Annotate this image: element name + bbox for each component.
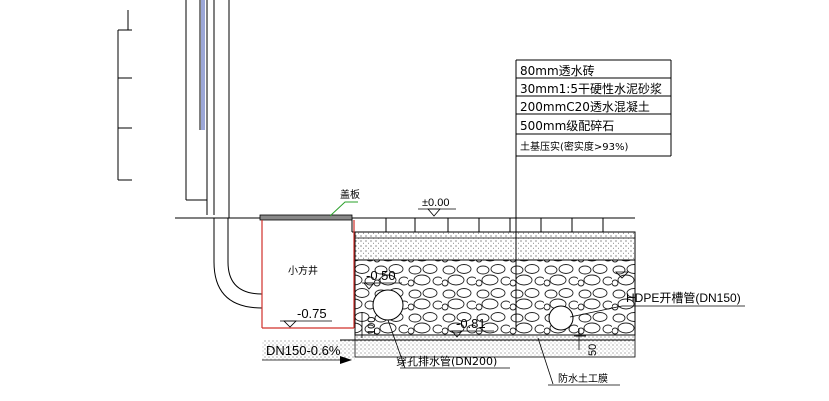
cover-leader — [329, 201, 358, 217]
window-strip — [201, 0, 205, 130]
layer-legend — [516, 59, 672, 157]
hdpe-pipe — [548, 305, 574, 331]
small-well — [261, 220, 355, 329]
legend-row-3: 200mmC20透水混凝土 — [520, 99, 650, 114]
geomembrane-label: 防水土工膜 — [558, 372, 608, 385]
edge-marker — [615, 271, 629, 279]
perforated-leader — [387, 319, 406, 369]
perforated-label: 穿孔排水管(DN200) — [396, 354, 497, 368]
elev-well-marker — [283, 320, 297, 328]
concrete-layer — [354, 231, 636, 261]
legend-row-1: 80mm透水砖 — [520, 63, 595, 78]
perforated-pipe — [372, 289, 404, 321]
elev-gravel-bottom-marker — [451, 330, 463, 338]
legend-row-4: 500mm级配碎石 — [520, 118, 614, 133]
well-label: 小方井 — [288, 264, 318, 277]
legend-row-5: 土基压实(密实度>93%) — [520, 140, 629, 153]
cover-label: 盖板 — [340, 188, 360, 201]
dim-100-label: 100 — [366, 317, 378, 335]
outlet-base — [262, 340, 355, 360]
elev-gravel-top-marker — [363, 282, 375, 290]
building-wall — [117, 0, 262, 219]
outlet-label: DN150-0.6% — [266, 343, 341, 358]
legend-row-2: 30mm1:5干硬性水泥砂浆 — [520, 81, 662, 96]
elev-gravel-top-label: -0.50 — [366, 268, 396, 283]
downpipe — [213, 218, 263, 309]
outlet-arrow — [340, 356, 352, 364]
elev-gravel-bottom-label: -0.81 — [456, 316, 486, 331]
hdpe-leader — [569, 305, 623, 318]
elev-zero-label: ±0.00 — [422, 197, 449, 209]
geomembrane-leader — [537, 337, 554, 385]
elev-zero-marker — [427, 208, 441, 217]
gravel-layer — [354, 259, 636, 336]
elev-well-bottom-label: -0.75 — [297, 306, 327, 321]
hdpe-label: HDPE开槽管(DN150) — [626, 290, 741, 305]
dim-50-label: 50 — [587, 344, 599, 356]
cover-plate — [259, 214, 353, 221]
